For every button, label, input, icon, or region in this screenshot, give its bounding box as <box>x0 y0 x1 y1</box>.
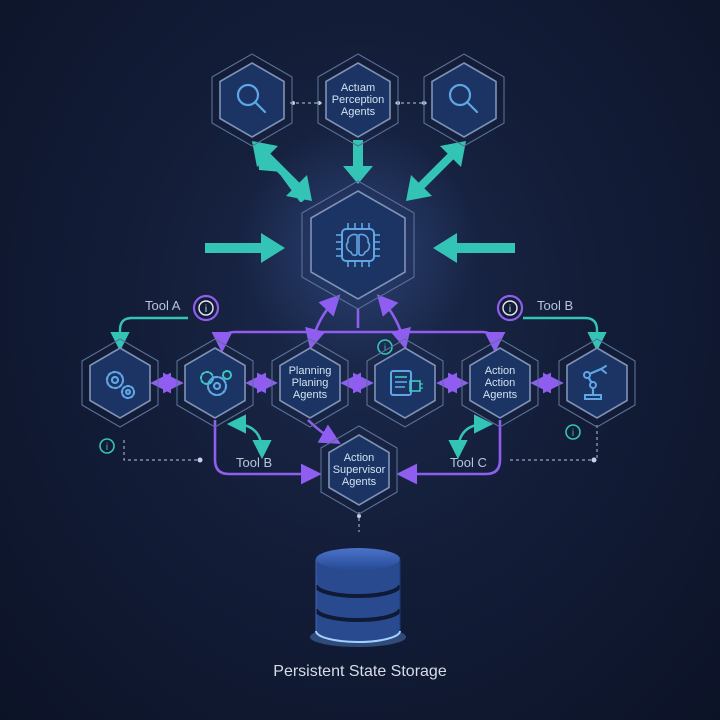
svg-text:i: i <box>509 304 511 315</box>
purple-links <box>150 294 564 485</box>
svg-text:i: i <box>572 428 574 439</box>
action-agents-node[interactable]: Action Action Agents <box>461 338 539 428</box>
svg-text:i: i <box>384 343 386 354</box>
search-icon <box>236 83 267 114</box>
svg-text:i: i <box>106 442 108 453</box>
dashed-connectors <box>123 101 598 532</box>
brain-chip-icon <box>336 223 380 267</box>
supervisor-line-2: Supervisor <box>333 464 386 476</box>
planning-line-3: Agents <box>293 389 328 401</box>
storage-label: Persistent State Storage <box>273 663 447 680</box>
robot-arm-node[interactable] <box>558 338 636 428</box>
perception-line-1: Actıam <box>341 82 375 94</box>
search-node-left[interactable] <box>211 53 293 147</box>
action-line-3: Agents <box>483 389 518 401</box>
supervisor-line-1: Action <box>344 452 375 464</box>
info-badge-right[interactable]: i <box>565 424 581 440</box>
settings-gears-icon <box>200 370 232 397</box>
document-chip-node[interactable] <box>366 338 444 428</box>
gears-icon <box>105 370 136 400</box>
info-icon <box>198 300 214 316</box>
tool-a-label: Tool A <box>145 298 181 313</box>
tool-c-label: Tool C <box>450 455 487 470</box>
supervisor-line-3: Agents <box>342 476 377 488</box>
perception-agents-node[interactable]: Actıam Perception Agents <box>317 53 399 147</box>
teal-input-arrows <box>205 140 515 263</box>
info-badge-tool-b[interactable]: i <box>496 294 524 322</box>
central-hub-node[interactable] <box>301 180 415 310</box>
perception-line-3: Agents <box>341 106 376 118</box>
gears-node[interactable] <box>81 338 159 428</box>
planning-line-1: Planning <box>289 365 332 377</box>
teal-tool-arrows <box>110 316 607 460</box>
tool-b-top-label: Tool B <box>537 298 573 313</box>
action-line-2: Action <box>485 377 516 389</box>
planning-line-2: Planing <box>292 377 329 389</box>
info-icon <box>502 300 518 316</box>
info-badge-tool-a[interactable]: i <box>192 294 220 322</box>
tool-b-bottom-label: Tool B <box>236 455 272 470</box>
perception-line-2: Perception <box>332 94 385 106</box>
settings-gears-node[interactable] <box>176 338 254 428</box>
supervisor-agents-node[interactable]: Action Supervisor Agents <box>320 425 398 515</box>
database-icon[interactable] <box>310 548 406 647</box>
planning-agents-node[interactable]: Planning Planing Agents <box>271 338 349 428</box>
info-badge-left[interactable]: i <box>99 438 115 454</box>
robot-arm-icon <box>583 365 607 400</box>
svg-text:i: i <box>205 304 207 315</box>
action-line-1: Action <box>485 365 516 377</box>
info-icon <box>565 424 581 440</box>
search-icon <box>448 83 479 114</box>
document-chip-icon <box>390 370 423 396</box>
info-icon <box>99 438 115 454</box>
search-node-right[interactable] <box>423 53 505 147</box>
